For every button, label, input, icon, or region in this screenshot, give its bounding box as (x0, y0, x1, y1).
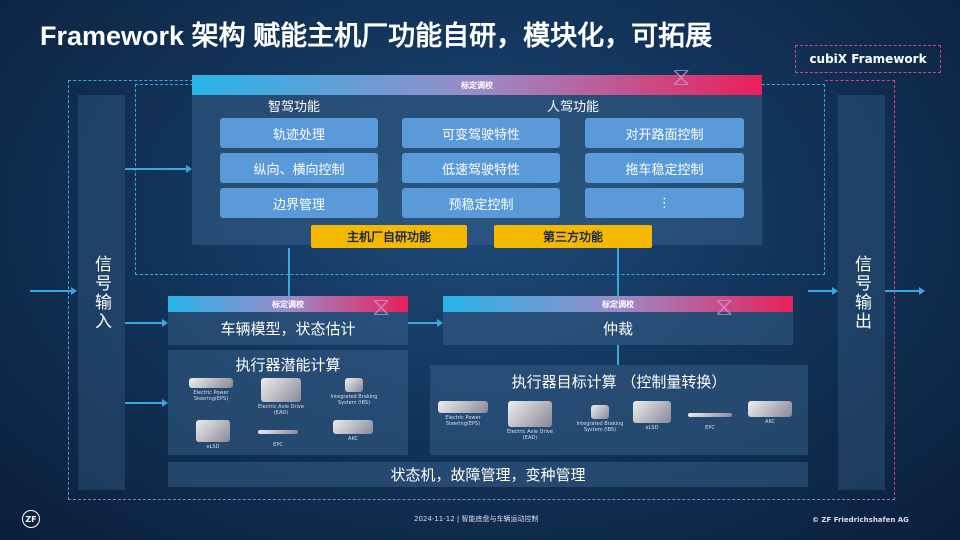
dna-icon: ⧖ (372, 292, 391, 322)
function-boundary[interactable]: 边界管理 (220, 188, 378, 218)
arbitration-box: 仲裁 (443, 312, 793, 345)
actuator-epc: EPC (253, 420, 303, 448)
third-party-button[interactable]: 第三方功能 (494, 225, 652, 248)
arrow (288, 248, 290, 296)
actuator-akc: AKC (328, 420, 378, 442)
arrow (885, 287, 925, 294)
function-split-mu[interactable]: 对开路面控制 (585, 118, 744, 148)
calibration-bar: 标定调校 (192, 75, 762, 95)
signal-output-panel: 信号输出 (838, 95, 885, 490)
actuator-eps: Electric Power Steering(EPS) (186, 378, 236, 402)
cubix-framework-label: cubiX Framework (795, 45, 941, 73)
footer-date-topic: 2024-11-12 | 智能底盘与车辆运动控制 (414, 515, 539, 523)
arrow (30, 287, 77, 294)
function-pre-stabilization[interactable]: 预稳定控制 (402, 188, 560, 218)
state-machine-bar: 状态机，故障管理，变种管理 (168, 462, 808, 487)
function-variable-driving[interactable]: 可变驾驶特性 (402, 118, 560, 148)
vehicle-model-box: 车辆模型，状态估计 (168, 312, 408, 345)
actuator-elsd: eLSD (630, 401, 674, 431)
function-low-speed[interactable]: 低速驾驶特性 (402, 153, 560, 183)
dna-icon: ⧖ (715, 292, 734, 322)
function-trailer-stability[interactable]: 拖车稳定控制 (585, 153, 744, 183)
dna-icon: ⧖ (672, 62, 691, 92)
actuator-target-label: 执行器目标计算 （控制量转换） (511, 372, 727, 391)
actuator-akc: AKC (745, 401, 795, 425)
footer-copyright: © ZF Friedrichshafen AG (812, 516, 909, 524)
function-trajectory[interactable]: 轨迹处理 (220, 118, 378, 148)
function-long-lat-control[interactable]: 纵向、横向控制 (220, 153, 378, 183)
function-more[interactable]: ⋮ (585, 188, 744, 218)
actuator-epc: EPC (685, 401, 735, 431)
arrow (617, 345, 619, 365)
arrow (808, 287, 838, 294)
outer-frame-bottom (68, 499, 895, 500)
vehicle-model-calibration-bar: 标定调校 (168, 296, 408, 312)
arrow (125, 165, 192, 172)
arrow (617, 248, 619, 296)
actuator-ead: Electric Axle Drive (EAD) (256, 378, 306, 416)
actuator-ibs: Integrated Braking System (IBS) (326, 378, 382, 406)
arrow (408, 319, 443, 326)
page-title: Framework 架构 赋能主机厂功能自研，模块化，可拓展 (40, 21, 713, 51)
arbitration-calibration-bar: 标定调校 (443, 296, 793, 312)
arrow (125, 399, 168, 406)
actuator-target-box: 执行器目标计算 （控制量转换） Electric Power Steering(… (430, 365, 808, 455)
actuator-elsd: eLSD (193, 420, 233, 450)
smart-driving-header: 智驾功能 (268, 100, 321, 115)
actuator-eps: Electric Power Steering(EPS) (435, 401, 491, 427)
zf-logo: ZF (22, 510, 40, 528)
actuator-ibs: Integrated Braking System (IBS) (570, 405, 630, 433)
oem-function-button[interactable]: 主机厂自研功能 (311, 225, 467, 248)
human-driving-header: 人驾功能 (547, 100, 600, 115)
arrow (125, 319, 168, 326)
actuator-potential-label: 执行器潜能计算 (235, 355, 341, 374)
signal-input-panel: 信号输入 (78, 95, 125, 490)
actuator-potential-box: 执行器潜能计算 Electric Power Steering(EPS) Ele… (168, 350, 408, 455)
actuator-ead: Electric Axle Drive (EAD) (500, 401, 560, 441)
